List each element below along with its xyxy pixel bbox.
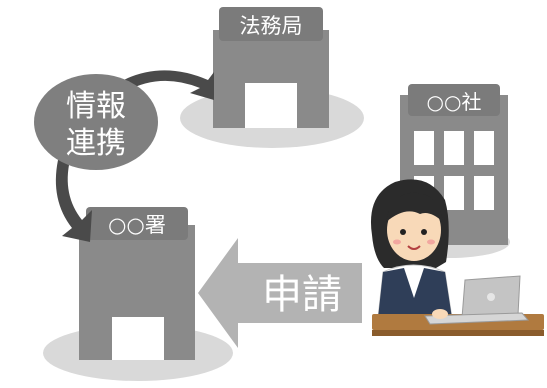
- info-link-label-line2: 連携: [66, 126, 126, 161]
- office-building: ○○署: [43, 207, 233, 381]
- info-link-bubble: 情報 連携: [34, 74, 158, 170]
- application-arrow: 申請: [198, 238, 362, 348]
- info-link-arrow: [55, 70, 214, 242]
- legal-bureau-label: 法務局: [240, 14, 303, 38]
- person-blush-left: [393, 239, 401, 245]
- legal-bureau-door: [245, 83, 297, 128]
- person-blush-right: [427, 239, 435, 245]
- person-vest: [378, 268, 452, 318]
- office-door: [112, 317, 164, 360]
- application-label: 申請: [262, 272, 342, 318]
- person-eye-left: [400, 229, 406, 235]
- person-face: [387, 199, 441, 261]
- info-link-bubble-shape: [34, 74, 158, 170]
- legal-bureau-sign: [219, 7, 323, 41]
- office-label: ○○署: [108, 213, 166, 237]
- application-arrow-shape: [198, 238, 362, 348]
- person-hand: [432, 309, 448, 319]
- person-bangs: [386, 192, 443, 222]
- office-sign: [86, 207, 188, 240]
- desk-edge: [372, 330, 544, 336]
- company-building: ○○社: [390, 84, 510, 258]
- info-link-upper-curve: [100, 70, 214, 104]
- legal-bureau-building: 法務局: [180, 7, 364, 148]
- laptop-logo: [487, 293, 495, 301]
- laptop-base: [424, 312, 530, 325]
- info-link-label-line1: 情報: [66, 89, 126, 124]
- person-eye-right: [421, 229, 427, 235]
- person-at-laptop-icon: [370, 179, 544, 336]
- person-mouth: [407, 245, 421, 250]
- info-link-lower-curve: [55, 160, 92, 242]
- company-label: ○○社: [427, 90, 482, 114]
- company-sign: [408, 84, 500, 116]
